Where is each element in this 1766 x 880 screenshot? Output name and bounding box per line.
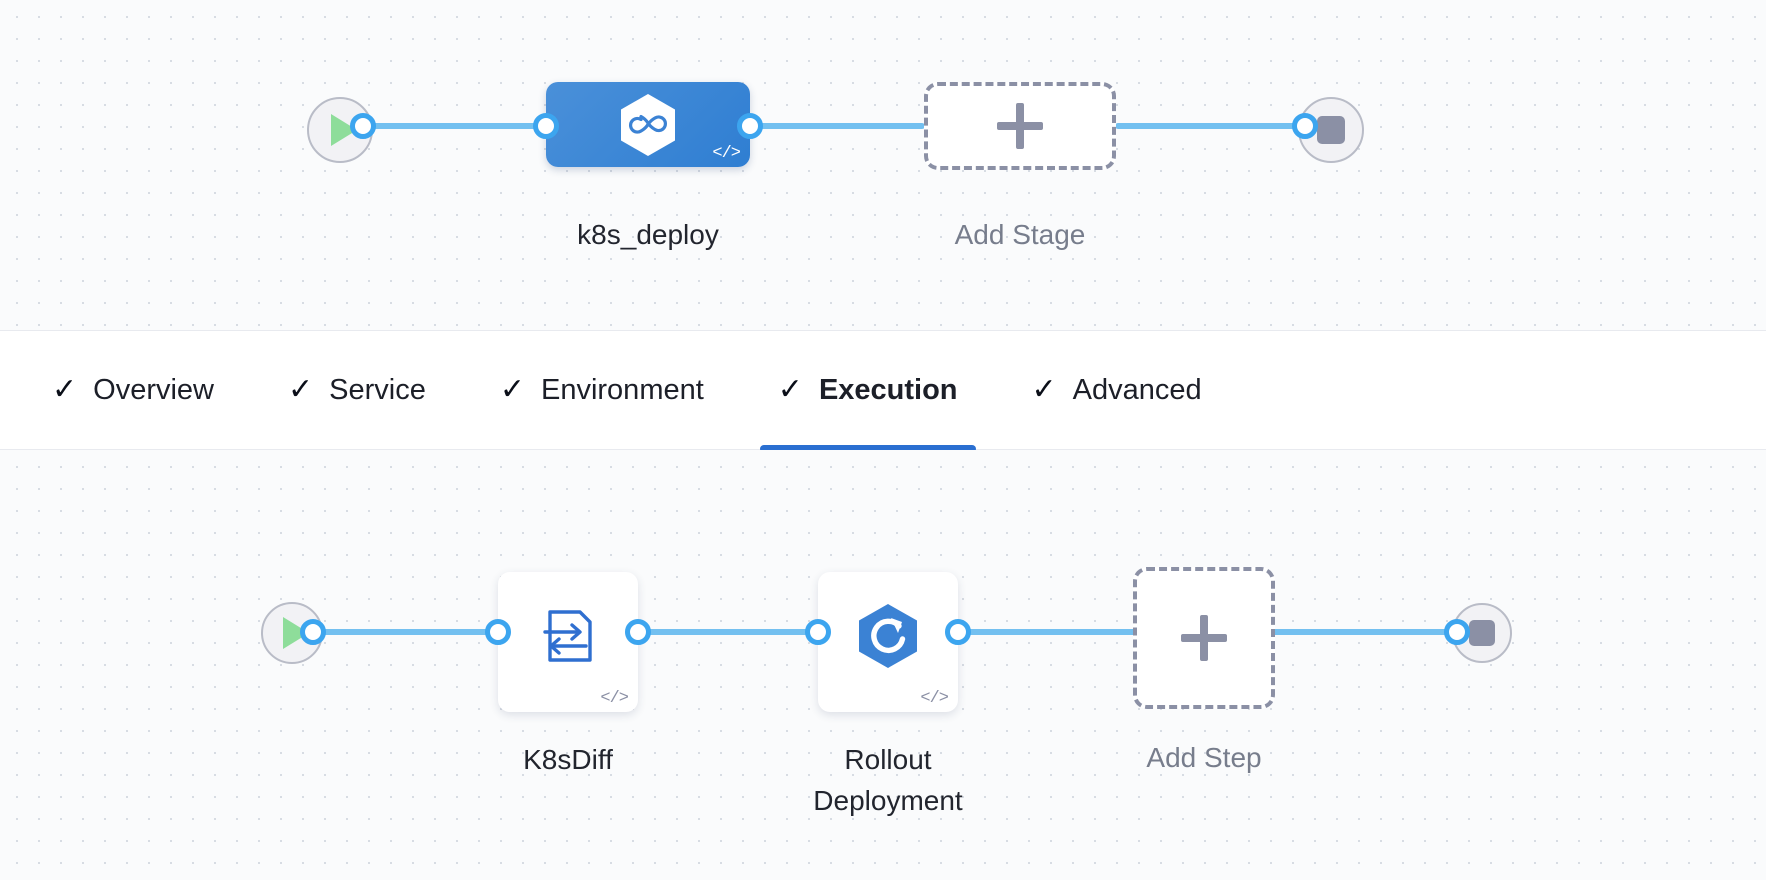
connector-add-to-end [1115,123,1300,129]
check-icon: ✓ [777,373,803,406]
tab-advanced[interactable]: ✓ Advanced [1014,331,1220,449]
tab-label: Environment [540,373,704,406]
execution-end-input-port[interactable] [1444,619,1470,645]
add-step-label: Add Step [1146,742,1262,773]
tab-label: Overview [93,373,214,406]
connector-start-to-k8sdiff [305,629,500,635]
k8s-diff-icon [543,610,592,663]
tab-label: Advanced [1072,373,1202,406]
rollout-deployment-icon [859,604,917,669]
step-node-rollout-deployment[interactable]: </> [818,572,958,712]
tab-label: Execution [818,373,958,406]
step-code-badge[interactable]: </> [600,689,629,708]
step-code-badge[interactable]: </> [920,689,949,708]
execution-graph-canvas[interactable]: </> K8sDiff </> Rollout Deployment Add S… [0,450,1766,880]
check-icon: ✓ [499,373,525,406]
harness-hexagon-icon [621,93,675,156]
stage-code-badge[interactable]: </> [712,144,741,163]
tab-environment[interactable]: ✓ Environment [482,331,722,449]
stop-icon [1469,620,1495,646]
connector-rollout-to-add [955,629,1140,635]
add-stage-label: Add Stage [954,219,1086,250]
step-node-k8sdiff[interactable]: </> [498,572,638,712]
tab-overview[interactable]: ✓ Overview [34,331,232,449]
tab-execution[interactable]: ✓ Execution [759,331,976,453]
start-output-port[interactable] [350,113,376,139]
plus-icon [1181,615,1227,661]
connector-start-to-stage [355,123,550,129]
k8sdiff-input-port[interactable] [485,619,511,645]
add-step-button[interactable] [1133,567,1275,709]
stage-graph-canvas[interactable]: </> k8s_deploy Add Stage [0,0,1766,330]
connector-add-to-execution-end [1270,629,1465,635]
check-icon: ✓ [52,373,78,406]
active-tab-underline [759,445,976,453]
tab-label: Service [329,373,426,406]
step-label-rollout-deployment: Rollout Deployment [813,744,963,816]
rollout-input-port[interactable] [805,619,831,645]
stage-node-k8s-deploy[interactable]: </> [546,82,750,167]
rollout-output-port[interactable] [945,619,971,645]
k8sdiff-output-port[interactable] [625,619,651,645]
tab-service[interactable]: ✓ Service [270,331,444,449]
connector-stage-to-add [740,123,925,129]
stage-input-port[interactable] [533,113,559,139]
connector-k8sdiff-to-rollout [635,629,820,635]
add-stage-button[interactable] [924,82,1116,170]
pipeline-end-node[interactable] [1298,97,1364,163]
execution-start-output-port[interactable] [300,619,326,645]
stage-config-tabs[interactable]: ✓ Overview ✓ Service ✓ Environment ✓ Exe… [0,330,1766,453]
plus-icon [997,103,1043,149]
step-label-k8sdiff: K8sDiff [523,744,613,775]
stop-icon [1317,116,1345,144]
check-icon: ✓ [288,373,314,406]
check-icon: ✓ [1031,373,1057,406]
stage-output-port[interactable] [737,113,763,139]
end-input-port[interactable] [1292,113,1318,139]
stage-label-k8s-deploy: k8s_deploy [577,219,719,250]
